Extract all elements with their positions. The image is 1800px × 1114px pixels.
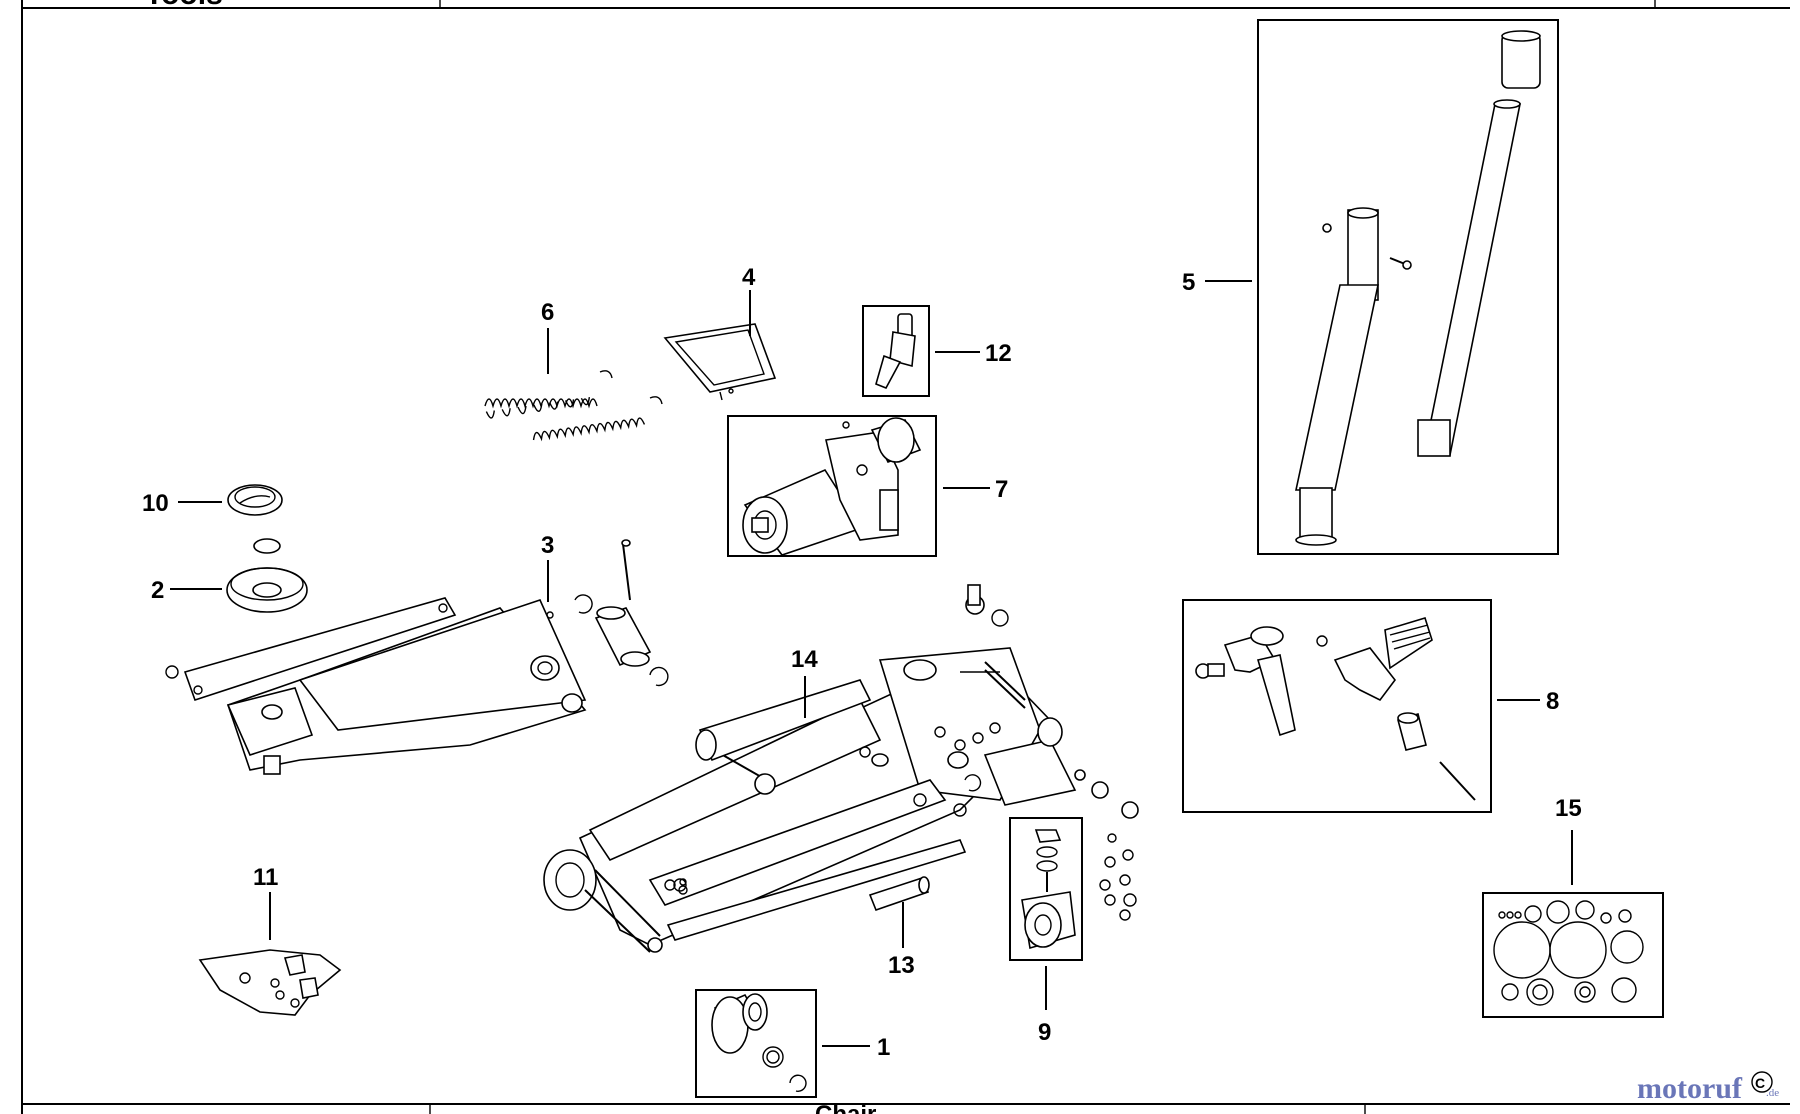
callout-15: 15	[1555, 795, 1582, 822]
page-frame	[21, 0, 1790, 1114]
copyright-icon: C	[1751, 1071, 1773, 1093]
part-3-pin-clip	[546, 539, 669, 687]
part-4-pad-plate	[663, 323, 777, 401]
part-12-release-valve	[862, 305, 930, 397]
part-13-sleeve	[868, 876, 930, 912]
callout-1: 1	[877, 1034, 890, 1061]
part-2-saddle-pad	[226, 538, 308, 613]
lift-arm	[165, 597, 587, 775]
callout-6: 6	[541, 299, 554, 326]
part-10-saddle-rubber	[227, 484, 283, 516]
callout-5: 5	[1182, 269, 1195, 296]
callout-2: 2	[151, 577, 164, 604]
part-9-caster-wheel	[1009, 817, 1083, 961]
callout-8: 8	[1546, 688, 1559, 715]
callout-12: 12	[985, 340, 1012, 367]
part-7-pump-unit	[727, 415, 937, 557]
part-6-springs	[484, 370, 663, 442]
svg-text:motoruf: motoruf	[1637, 1072, 1743, 1105]
svg-text:C: C	[1755, 1075, 1765, 1091]
footer-fragment: Chair	[815, 1101, 876, 1114]
part-8-foot-pedal	[1182, 599, 1492, 813]
callout-7: 7	[995, 476, 1008, 503]
callout-11: 11	[253, 864, 278, 891]
part-5-handle	[1257, 19, 1559, 555]
callout-9: 9	[1038, 1019, 1051, 1046]
part-1-wheel-roller	[695, 989, 817, 1098]
part-14-frame	[543, 584, 1139, 953]
watermark-logo: motoruf .de	[1637, 1072, 1779, 1105]
header-fragment: Tools	[145, 0, 223, 11]
callout-10: 10	[142, 490, 169, 517]
callout-4: 4	[742, 264, 756, 291]
callout-14: 14	[791, 646, 818, 673]
callout-13: 13	[888, 952, 915, 979]
callout-3: 3	[541, 532, 554, 559]
part-15-seal-kit	[1482, 892, 1664, 1018]
svg-text:.de: .de	[1766, 1087, 1779, 1099]
part-11-hardware-bag	[198, 949, 342, 1016]
